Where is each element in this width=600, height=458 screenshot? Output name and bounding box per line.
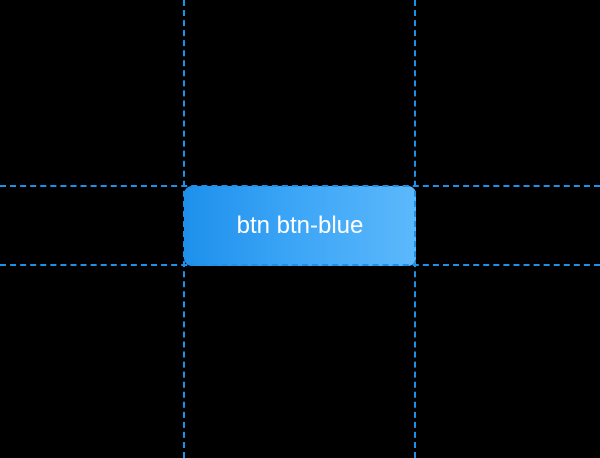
btn-blue-button[interactable]: btn btn-blue — [184, 186, 416, 266]
